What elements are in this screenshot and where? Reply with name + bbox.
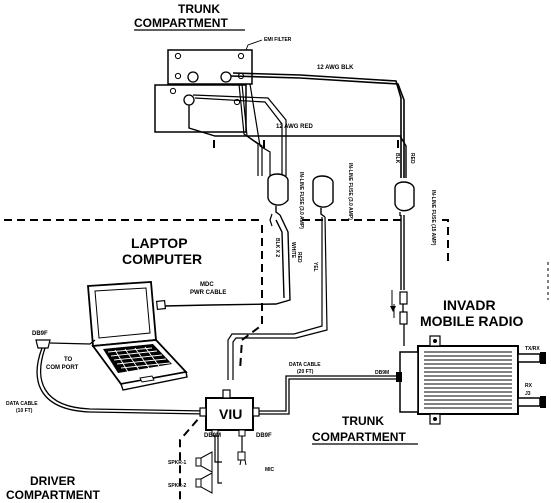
vlabel-blk-x2: BLK X 2	[274, 238, 280, 257]
compartment-boundary-dashed-3	[442, 219, 449, 262]
data-cable-20ft	[259, 375, 396, 412]
wire-label-12awg-blk: 12 AWG BLK	[317, 65, 354, 71]
compartment-boundary-dashed-5	[179, 409, 207, 503]
mic-icon	[237, 436, 247, 466]
power-wiring	[188, 72, 407, 178]
speaker-1-icon	[195, 436, 222, 473]
radio-db9m-label: DB9M	[375, 370, 389, 376]
radio-label-line2: MOBILE RADIO	[420, 313, 524, 329]
data-cable-right-line1: DATA CABLE	[289, 362, 321, 368]
spkr2-label: SPKR-2	[168, 483, 187, 489]
to-com-label-line2: COM PORT	[46, 365, 79, 371]
mdc-label-line2: PWR CABLE	[190, 290, 226, 296]
emi-filter	[154, 49, 253, 133]
mdc-label-line1: MDC	[200, 282, 214, 288]
radio-body	[396, 335, 546, 425]
compartment-boundary-dashed-4	[239, 225, 263, 371]
data-cable-20ft-2	[259, 378, 396, 415]
viu-db9f-label: DB9F	[256, 433, 272, 439]
viu-db9m-label: DB9M	[204, 433, 221, 439]
fuse-b-icon	[312, 175, 334, 218]
fuse-c-label: IN-LINE FUSE (15 AMP)	[430, 190, 436, 246]
wire-label-12awg-red: 12 AWG RED	[276, 124, 313, 130]
data-cable-left-line2: (10 FT)	[16, 408, 33, 414]
spkr1-label: SPKR-1	[168, 460, 187, 466]
trunk-top-title-line1: TRUNK	[178, 2, 220, 16]
fuse-c-icon	[394, 181, 415, 216]
trunk-bottom-line1: TRUNK	[342, 414, 384, 428]
data-cable-left-line1: DATA CABLE	[6, 401, 38, 407]
laptop-label-line2: COMPUTER	[122, 251, 202, 267]
wire-label-red-vertical: RED	[409, 153, 415, 164]
emi-filter-label: EMI FILTER	[264, 37, 292, 43]
radio-rx-label: RX	[525, 383, 533, 389]
vlabel-red: RED	[296, 252, 302, 263]
radio-j3-label: J3	[525, 391, 531, 397]
trunk-bottom-line2: COMPARTMENT	[312, 430, 406, 444]
trunk-top-title-line2: COMPARTMENT	[134, 16, 228, 30]
emi-filter-leader	[245, 39, 263, 51]
laptop-label-line1: LAPTOP	[131, 235, 188, 251]
radio-label-line1: INVADR	[443, 297, 496, 313]
fuse-output-cables	[163, 214, 405, 380]
vlabel-yel: YEL	[312, 262, 318, 272]
driver-compartment-line1: DRIVER	[30, 474, 76, 488]
to-com-label-line1: TO	[64, 357, 73, 363]
radio-j1-label: J1	[396, 372, 402, 378]
speaker-2-icon	[195, 436, 222, 494]
driver-compartment-line2: COMPARTMENT	[6, 488, 100, 502]
laptop-db9f-label: DB9F	[32, 331, 48, 337]
radio-txrx-label: TX/RX	[525, 346, 540, 352]
vlabel-white: WHITE	[290, 242, 296, 259]
data-cable-right-line2: (20 FT)	[297, 369, 314, 375]
mic-label: MIC	[265, 467, 275, 473]
fuse-a-icon	[267, 173, 289, 227]
fuse-a-label: IN-LINE FUSE (3.0 AMP)	[298, 172, 304, 229]
wire-label-blk-vertical: BLK	[394, 153, 400, 164]
viu-label: VIU	[219, 406, 242, 422]
data-cable-10ft	[35, 339, 207, 415]
laptop-icon	[87, 281, 188, 391]
viu-box	[199, 389, 260, 437]
radio-power-connectors	[390, 290, 408, 346]
fuse-b-label: IN-LINE FUSE (3.0 AMP)	[347, 163, 353, 220]
